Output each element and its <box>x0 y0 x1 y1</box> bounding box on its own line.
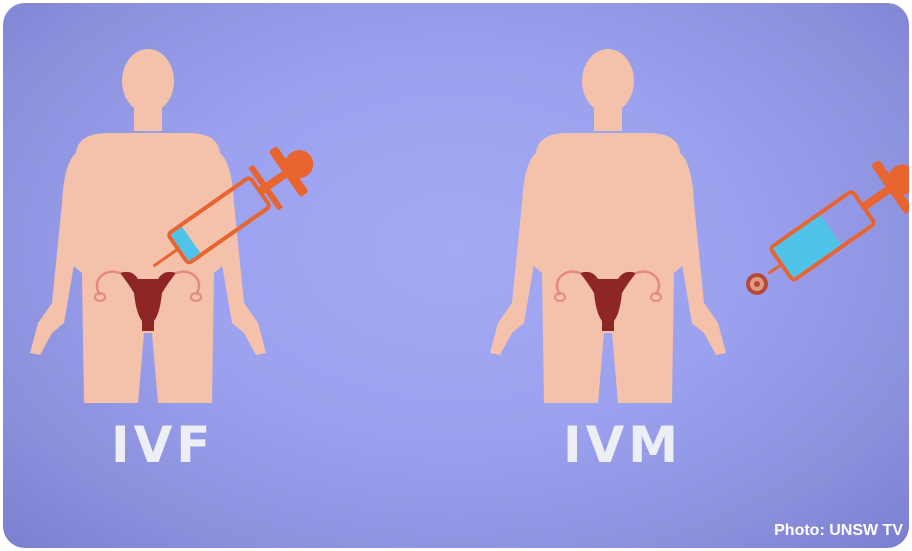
egg-icon <box>746 273 768 295</box>
illustration-frame: IVF IVM Photo: UNSW TV <box>3 3 909 548</box>
ivm-label: IVM <box>563 420 682 470</box>
ivm-syringe-icon <box>751 146 909 298</box>
photo-credit: Photo: UNSW TV <box>774 522 903 540</box>
ivf-person <box>30 49 266 403</box>
ivm-person <box>490 49 726 403</box>
ivf-label: IVF <box>111 420 214 470</box>
